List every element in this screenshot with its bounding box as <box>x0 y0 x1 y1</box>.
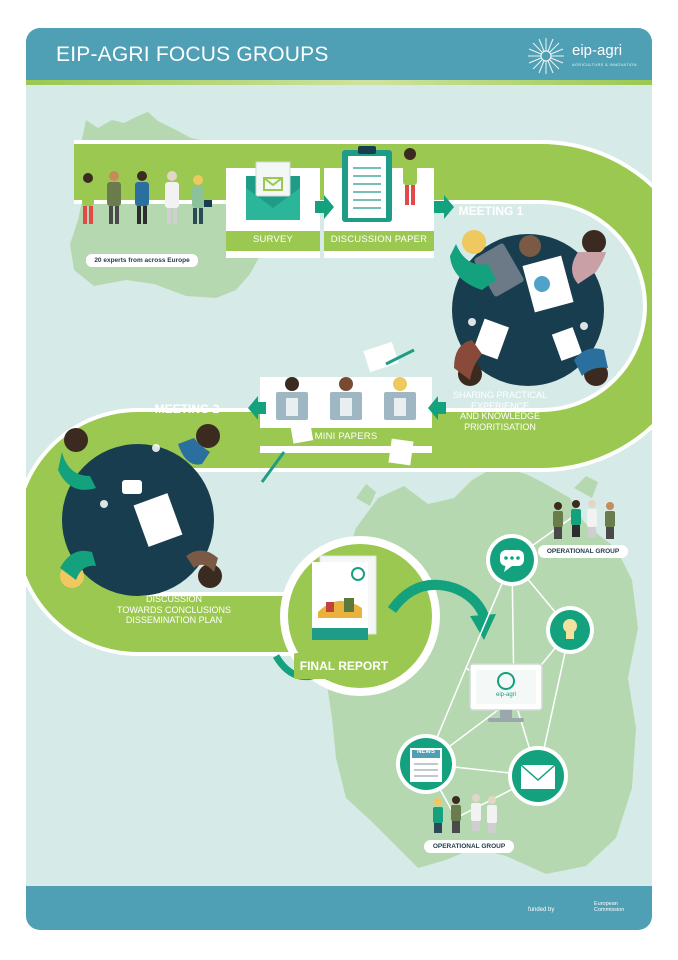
computer-logo-label: eip-agri <box>495 692 516 698</box>
meeting1-table-illustration <box>450 230 608 386</box>
sharing-caption: SHARING PRACTICAL EXPERIENCE AND KNOWLED… <box>452 390 548 432</box>
mini-papers-illustration <box>276 377 416 420</box>
logo-text: eip-agri <box>572 42 623 59</box>
operational-group-bottom-illustration <box>433 794 497 833</box>
infographic-poster: EIP-AGRI FOCUS GROUPS eip-agri AGRICULTU… <box>26 28 652 930</box>
flow-arrows <box>248 195 454 420</box>
newspaper-node <box>396 734 456 794</box>
flow-diagram <box>26 112 652 916</box>
survey-label: SURVEY <box>252 234 294 245</box>
funded-by-label: funded by <box>528 907 555 913</box>
page-title: EIP-AGRI FOCUS GROUPS <box>56 43 329 66</box>
final-report-label-bg <box>294 653 394 679</box>
header-divider <box>26 80 652 85</box>
sunburst-logo-icon <box>528 38 564 74</box>
logo-subtext: AGRICULTURE & INNOVATION <box>572 62 637 67</box>
meeting1-label: MEETING 1 <box>458 204 524 218</box>
discussion-caption: DISCUSSION TOWARDS CONCLUSIONS DISSEMINA… <box>116 594 231 625</box>
operational-group-bottom-label: OPERATIONAL GROUP <box>424 840 514 853</box>
experts-group-illustration <box>82 171 212 224</box>
news-label: NEWS <box>417 749 435 755</box>
mini-papers-label: MINI PAPERS <box>314 431 378 442</box>
footer-bar: funded by European Commission <box>26 886 652 930</box>
european-commission-label: European Commission <box>594 901 625 913</box>
expert-figure <box>403 148 417 205</box>
computer-node <box>469 663 543 722</box>
eip-agri-logo: eip-agri AGRICULTURE & INNOVATION <box>522 34 642 78</box>
mail-node <box>508 746 568 806</box>
header-bar: EIP-AGRI FOCUS GROUPS eip-agri AGRICULTU… <box>26 28 652 80</box>
final-report-label: FINAL REPORT <box>299 659 389 673</box>
meeting2-table-illustration <box>58 424 222 596</box>
operational-group-top-illustration <box>553 500 615 539</box>
operational-group-top-label: OPERATIONAL GROUP <box>538 545 628 558</box>
lightbulb-node <box>546 606 594 654</box>
distribution-arrow <box>387 579 489 619</box>
discussion-paper-label: DISCUSSION PAPER <box>330 234 428 245</box>
clipboard-icon <box>342 146 392 222</box>
flying-paper-icon <box>260 341 415 483</box>
envelope-icon <box>246 161 300 220</box>
chat-bubble-node <box>486 534 538 586</box>
experts-label: 20 experts from across Europe <box>86 254 198 267</box>
meeting2-label: MEETING 2 <box>154 402 220 416</box>
